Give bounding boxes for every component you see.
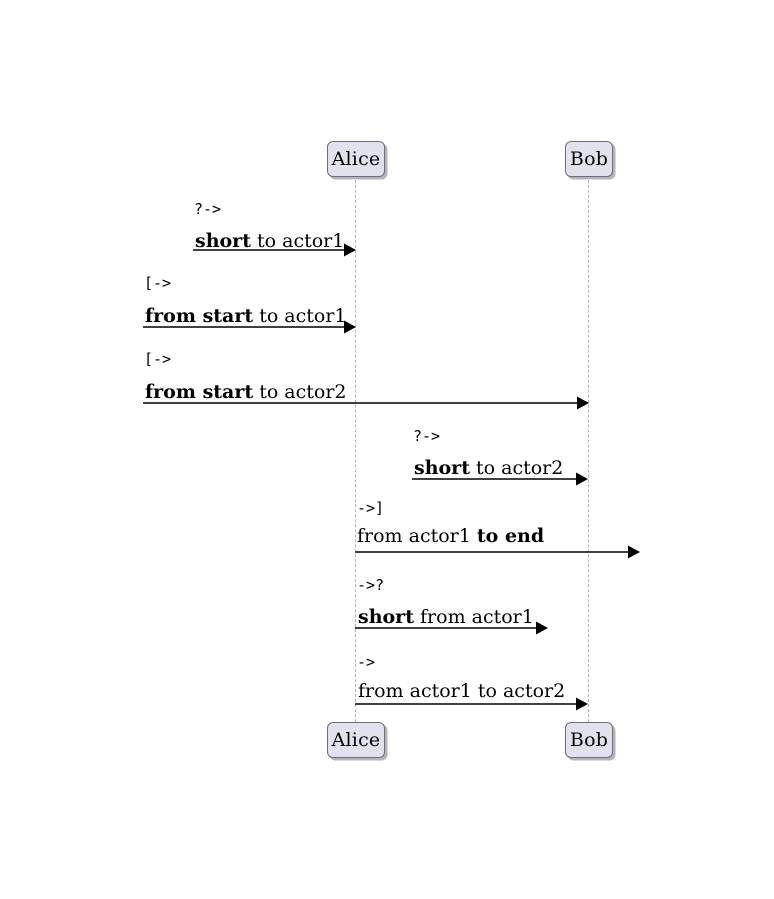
message-3-type: [-> [144, 350, 172, 368]
actor-foot-bob-label: Bob [569, 728, 609, 751]
message-5-arrow [355, 545, 640, 559]
message-1-label-bold: short [195, 230, 251, 252]
message-5-label-bold: to end [476, 525, 545, 547]
actor-head-alice-label: Alice [331, 147, 381, 170]
message-1-arrow [193, 243, 356, 257]
message-7-label-plain: from actor1 to actor2 [358, 680, 566, 702]
message-7-label: from actor1 to actor2 [358, 682, 565, 701]
message-6-type: ->? [357, 576, 385, 594]
message-1-label: short to actor1 [195, 232, 344, 251]
actor-foot-alice-label: Alice [331, 728, 381, 751]
actor-foot-alice[interactable]: Alice [327, 722, 385, 758]
message-4-label: short to actor2 [414, 459, 563, 478]
message-6-label-plain: from actor1 [413, 606, 534, 628]
message-4-label-bold: short [414, 457, 470, 479]
message-2-label: from start to actor1 [145, 307, 347, 326]
message-2-label-plain: to actor1 [253, 305, 347, 327]
message-1-label-plain: to actor1 [250, 230, 345, 252]
message-3-label: from start to actor2 [145, 383, 347, 402]
actor-head-bob[interactable]: Bob [565, 141, 613, 177]
message-4-arrow [412, 472, 588, 486]
actor-head-alice[interactable]: Alice [327, 141, 385, 177]
message-6-arrow [355, 621, 548, 635]
message-2-type: [-> [144, 274, 172, 292]
message-5-label-plain-pre: from actor1 [357, 525, 477, 547]
lifeline-bob [588, 180, 589, 722]
message-4-type: ?-> [413, 427, 441, 445]
message-6-label-bold: short [358, 606, 414, 628]
message-2-label-bold: from start [145, 305, 254, 327]
message-5-type: ->] [357, 499, 385, 517]
actor-foot-bob[interactable]: Bob [565, 722, 613, 758]
lifeline-alice [355, 180, 356, 722]
message-4-label-plain: to actor2 [469, 457, 564, 479]
message-6-label: short from actor1 [358, 608, 534, 627]
message-3-label-plain: to actor2 [253, 381, 347, 403]
message-7-type: -> [357, 653, 376, 671]
message-2-arrow [143, 320, 356, 334]
message-3-label-bold: from start [145, 381, 254, 403]
message-7-arrow [355, 697, 588, 711]
message-3-arrow [143, 396, 589, 410]
actor-head-bob-label: Bob [569, 147, 609, 170]
message-5-label: from actor1 to end [357, 527, 544, 546]
message-1-type: ?-> [194, 200, 222, 218]
